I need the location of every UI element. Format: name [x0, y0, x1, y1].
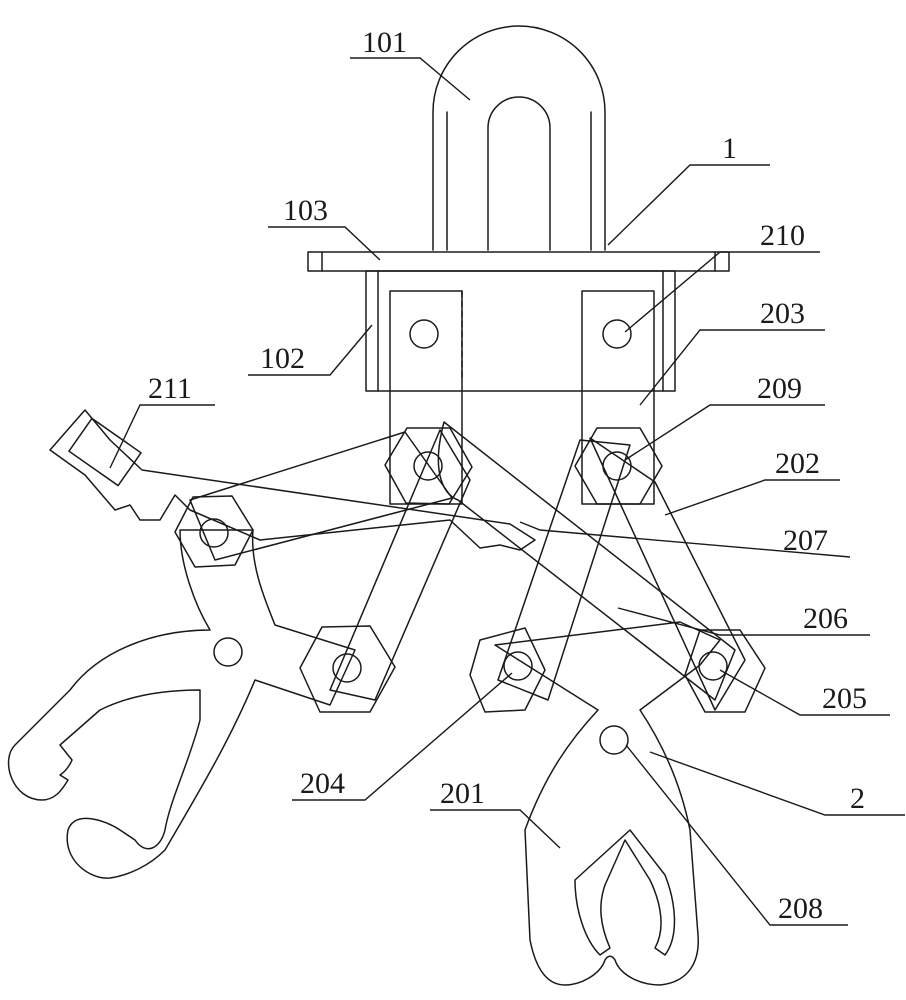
label-1: 1: [722, 132, 737, 165]
label-205: 205: [822, 682, 867, 715]
top-plate: [307, 251, 730, 272]
left-link-bars: [189, 429, 471, 701]
hanging-ring: [432, 25, 606, 251]
label-101: 101: [362, 26, 407, 59]
connecting-arm: [437, 421, 736, 701]
lock-bar: [49, 409, 536, 551]
right-link-bars: [497, 437, 746, 711]
label-201: 201: [440, 777, 485, 810]
label-208: 208: [778, 892, 823, 925]
label-103: 103: [283, 194, 328, 227]
right-jaw: [494, 621, 721, 986]
reference-labels: 101 1 103 210 203 102 211 209 202 207 20…: [148, 26, 867, 925]
label-211: 211: [148, 372, 192, 405]
label-204: 204: [300, 767, 345, 800]
housing: [365, 270, 676, 392]
label-207: 207: [783, 524, 828, 557]
right-hanger-plate: [581, 290, 655, 505]
left-hanger-plate: [389, 290, 463, 505]
left-pivot-blocks: [174, 495, 396, 713]
label-2: 2: [850, 782, 865, 815]
leader-lines: [109, 57, 905, 926]
left-jaw: [7, 529, 356, 879]
label-206: 206: [803, 602, 848, 635]
label-102: 102: [260, 342, 305, 375]
label-202: 202: [775, 447, 820, 480]
label-210: 210: [760, 219, 805, 252]
label-209: 209: [757, 372, 802, 405]
label-203: 203: [760, 297, 805, 330]
pivot-hexagons: [384, 427, 663, 505]
